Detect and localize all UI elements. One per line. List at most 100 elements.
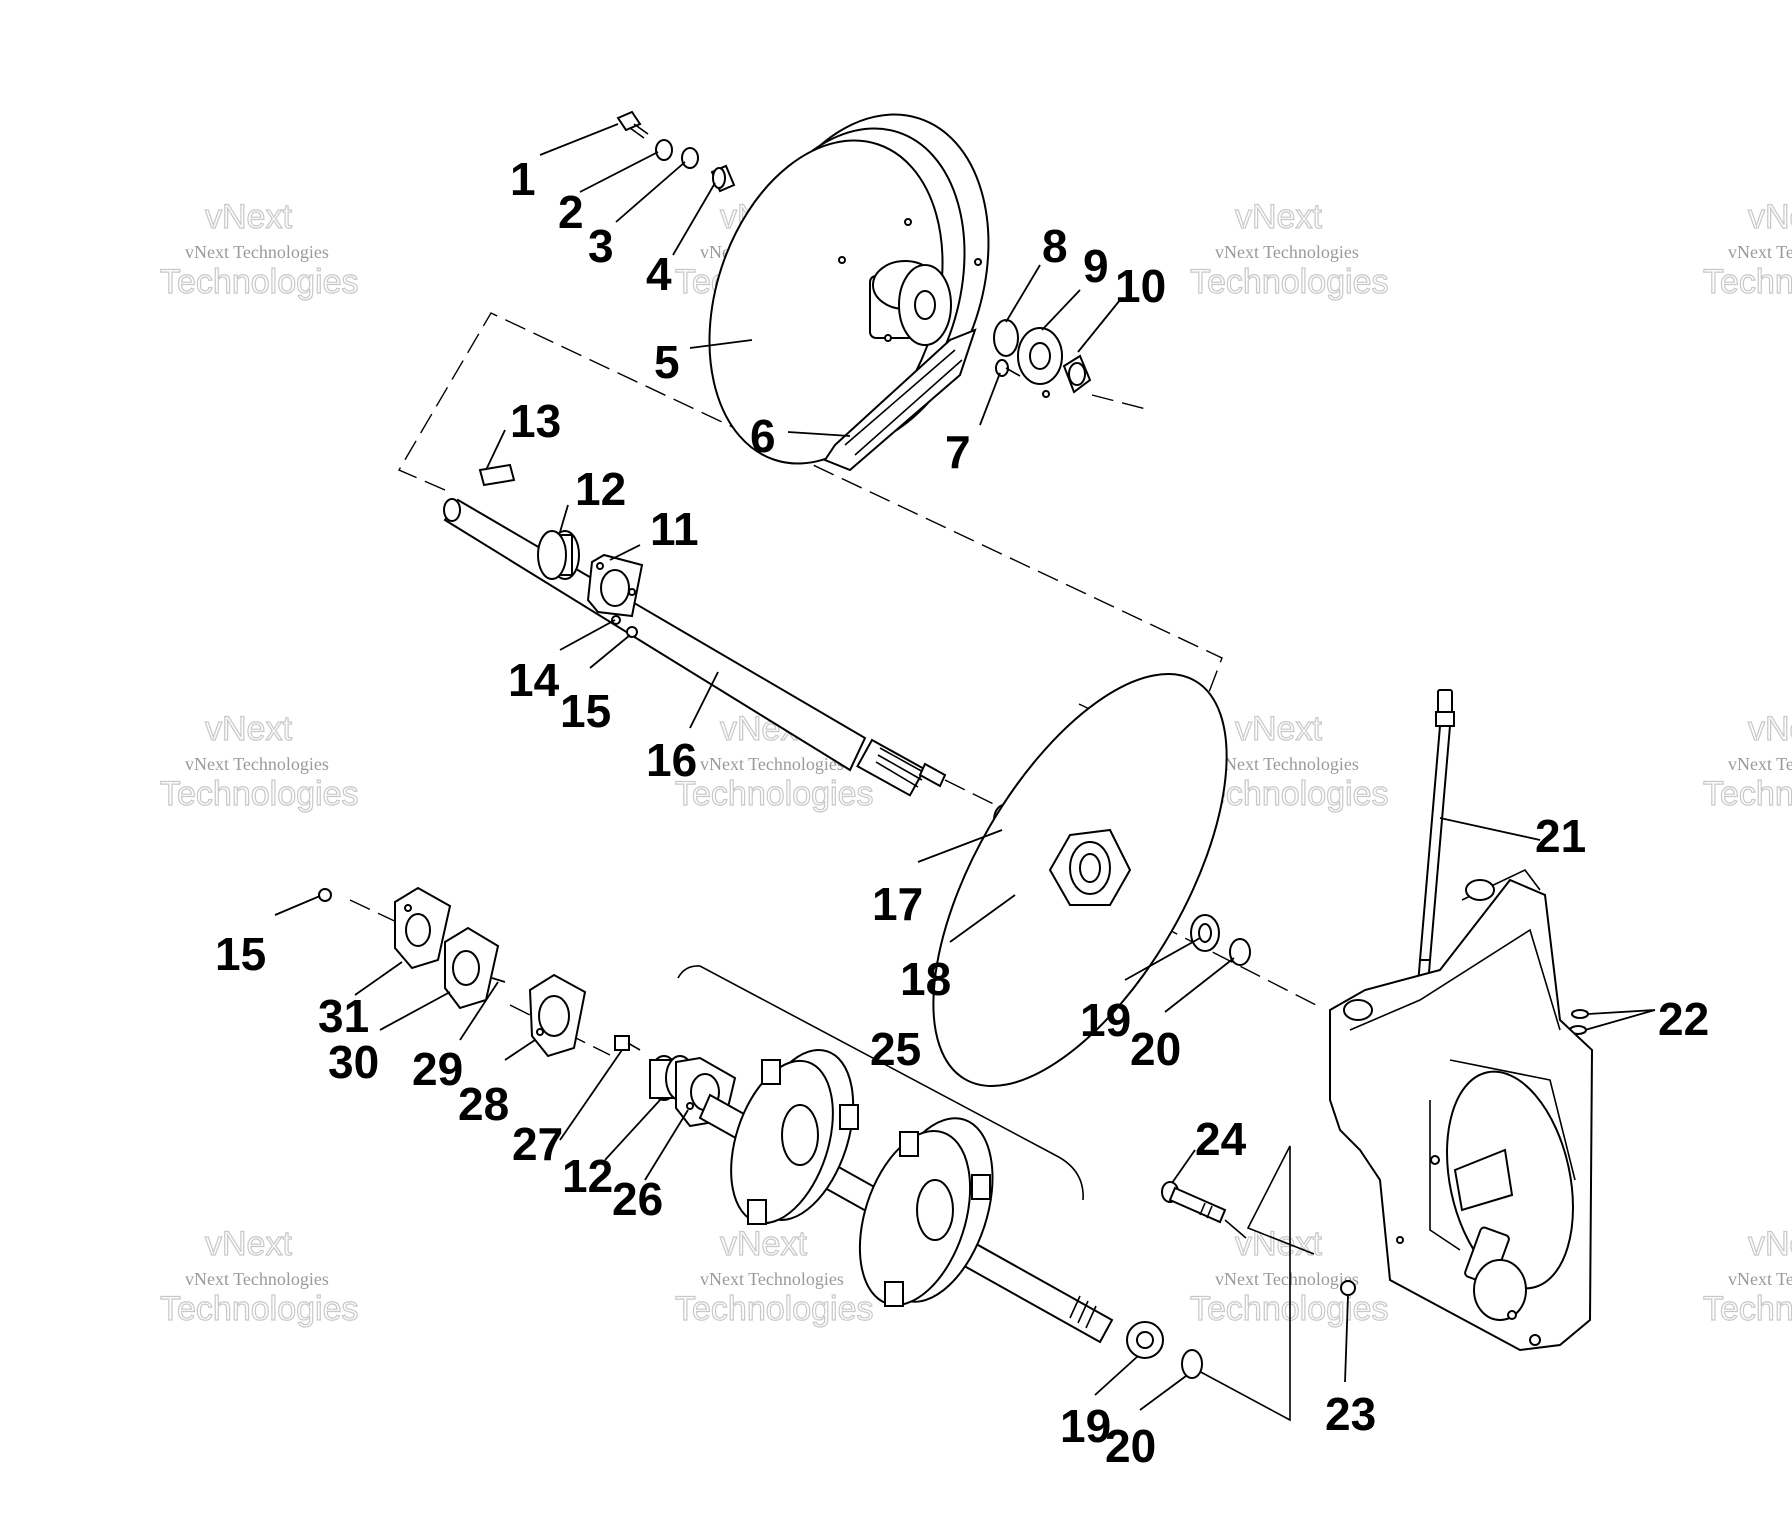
chaincase-housing <box>1329 868 1594 1352</box>
watermark-line3: Technologies <box>1703 1290 1792 1328</box>
watermark: vNext vNext Technologies Technologies <box>1189 709 1389 813</box>
callout-15-lower: 15 <box>215 928 266 980</box>
callout-28: 28 <box>458 1078 509 1130</box>
watermark-line1: vNext <box>205 1225 292 1263</box>
watermark-line1: vNext <box>1748 1225 1792 1263</box>
callout-22: 22 <box>1658 993 1709 1045</box>
watermark-line3: Technologies <box>160 263 358 301</box>
watermark-line2: vNext Technologies <box>1728 754 1792 774</box>
watermark-line2: vNext Technologies <box>185 754 329 774</box>
watermark-line1: vNext <box>205 710 292 748</box>
callout-23: 23 <box>1325 1388 1376 1440</box>
nut-part-10 <box>1042 354 1092 398</box>
callout-12: 12 <box>575 463 626 515</box>
dipstick-part-21 <box>1416 689 1455 986</box>
watermark-line2: vNext Technologies <box>700 754 844 774</box>
callout-8: 8 <box>1042 220 1068 272</box>
watermark-line1: vNext <box>1748 710 1792 748</box>
callout-13: 13 <box>510 395 561 447</box>
bearing-part-19 <box>1190 914 1220 952</box>
watermark-line2: vNext Technologies <box>185 1269 329 1289</box>
watermark-line1: vNext <box>1235 1225 1322 1263</box>
watermark-line2: vNext Technologies <box>1215 1269 1359 1289</box>
lower-assembly-bracket <box>1196 1145 1315 1422</box>
watermark: vNext vNext Technologies Technologies <box>159 1224 359 1328</box>
callout-19-lower: 19 <box>1060 1400 1111 1452</box>
watermark-line2: vNext Technologies <box>1728 1269 1792 1289</box>
callout-7: 7 <box>945 426 971 478</box>
watermark-line2: vNext Technologies <box>1215 754 1359 774</box>
bolt-guide-line <box>1224 1219 1247 1239</box>
callout-25: 25 <box>870 1023 921 1075</box>
key-part-13 <box>478 463 516 487</box>
bolt-part-7 <box>995 359 1021 377</box>
watermark-line3: Technologies <box>160 775 358 813</box>
callout-1: 1 <box>510 153 536 205</box>
top-nut-axis-line <box>1091 394 1151 411</box>
gasket-part-30 <box>444 926 500 1010</box>
callout-26: 26 <box>612 1173 663 1225</box>
disc-part-18 <box>932 673 1228 1087</box>
washer-part-8 <box>993 319 1019 357</box>
spacer-part-4 <box>710 164 736 193</box>
watermark-line2: vNext Technologies <box>1728 242 1792 262</box>
chain-part-6 <box>823 328 977 472</box>
plate-part-9 <box>1017 327 1063 385</box>
watermark: vNext vNext Technologies Technologies <box>1189 197 1389 301</box>
watermark-line2: vNext Technologies <box>185 242 329 262</box>
callout-20-lower: 20 <box>1105 1420 1156 1472</box>
callout-12-lower: 12 <box>562 1150 613 1202</box>
flange-part-28 <box>528 973 587 1058</box>
watermark-line1: vNext <box>1235 710 1322 748</box>
callout-labels: 1 2 3 4 5 6 7 8 9 10 11 12 13 14 15 16 1… <box>215 153 1709 1472</box>
driveshaft-part-25 <box>698 1049 1114 1344</box>
watermark: vNext vNext Technologies Technologies <box>674 1224 874 1328</box>
bolt-part-27 <box>614 1035 641 1051</box>
watermark: vNext vNext Technologies Technologies <box>159 709 359 813</box>
watermark-line2: vNext Technologies <box>1215 242 1359 262</box>
o-ring-part-20 <box>1229 938 1251 966</box>
callout-2: 2 <box>558 186 584 238</box>
watermark-line1: vNext <box>1748 198 1792 236</box>
callout-31: 31 <box>318 990 369 1042</box>
callout-5: 5 <box>654 336 680 388</box>
callout-14: 14 <box>508 654 560 706</box>
bearing-part-19-lower <box>1126 1321 1164 1359</box>
watermark-line3: Technologies <box>675 1290 873 1328</box>
callout-3: 3 <box>588 220 614 272</box>
watermark-line3: Technologies <box>675 775 873 813</box>
callout-10: 10 <box>1115 260 1166 312</box>
bracket-25 <box>677 965 1084 1201</box>
callout-4: 4 <box>646 248 672 300</box>
watermark: vNext vNext Technologies Technologies <box>1702 1224 1792 1328</box>
flange-part-11 <box>586 553 644 618</box>
parts <box>318 110 1594 1379</box>
o-ring-part-22a <box>1571 1009 1589 1019</box>
watermark-line2: vNext Technologies <box>700 1269 844 1289</box>
watermark: vNext vNext Technologies Technologies <box>1702 197 1792 301</box>
callout-11: 11 <box>650 503 699 555</box>
watermark-line3: Technologies <box>1703 263 1792 301</box>
callout-9: 9 <box>1083 240 1109 292</box>
callout-15: 15 <box>560 685 611 737</box>
callout-20: 20 <box>1130 1023 1181 1075</box>
watermark-line3: Technologies <box>1703 775 1792 813</box>
callout-27: 27 <box>512 1118 563 1170</box>
watermark-line3: Technologies <box>160 1290 358 1328</box>
flange-part-31 <box>394 886 452 970</box>
bearing-part-12 <box>537 530 580 580</box>
callout-17: 17 <box>872 878 923 930</box>
washer-part-3 <box>681 147 699 169</box>
leader-lines <box>274 123 1656 1411</box>
nut-part-15-lower <box>318 888 332 902</box>
watermark-line1: vNext <box>1235 198 1322 236</box>
flange-axis-line-2 <box>509 1004 611 1056</box>
callout-24: 24 <box>1195 1113 1247 1165</box>
callout-18: 18 <box>900 953 951 1005</box>
nut-part-23 <box>1340 1280 1356 1296</box>
watermark: vNext vNext Technologies Technologies <box>1702 709 1792 813</box>
nut-part-14 <box>611 615 621 625</box>
callout-21: 21 <box>1535 810 1586 862</box>
callout-29: 29 <box>412 1043 463 1095</box>
